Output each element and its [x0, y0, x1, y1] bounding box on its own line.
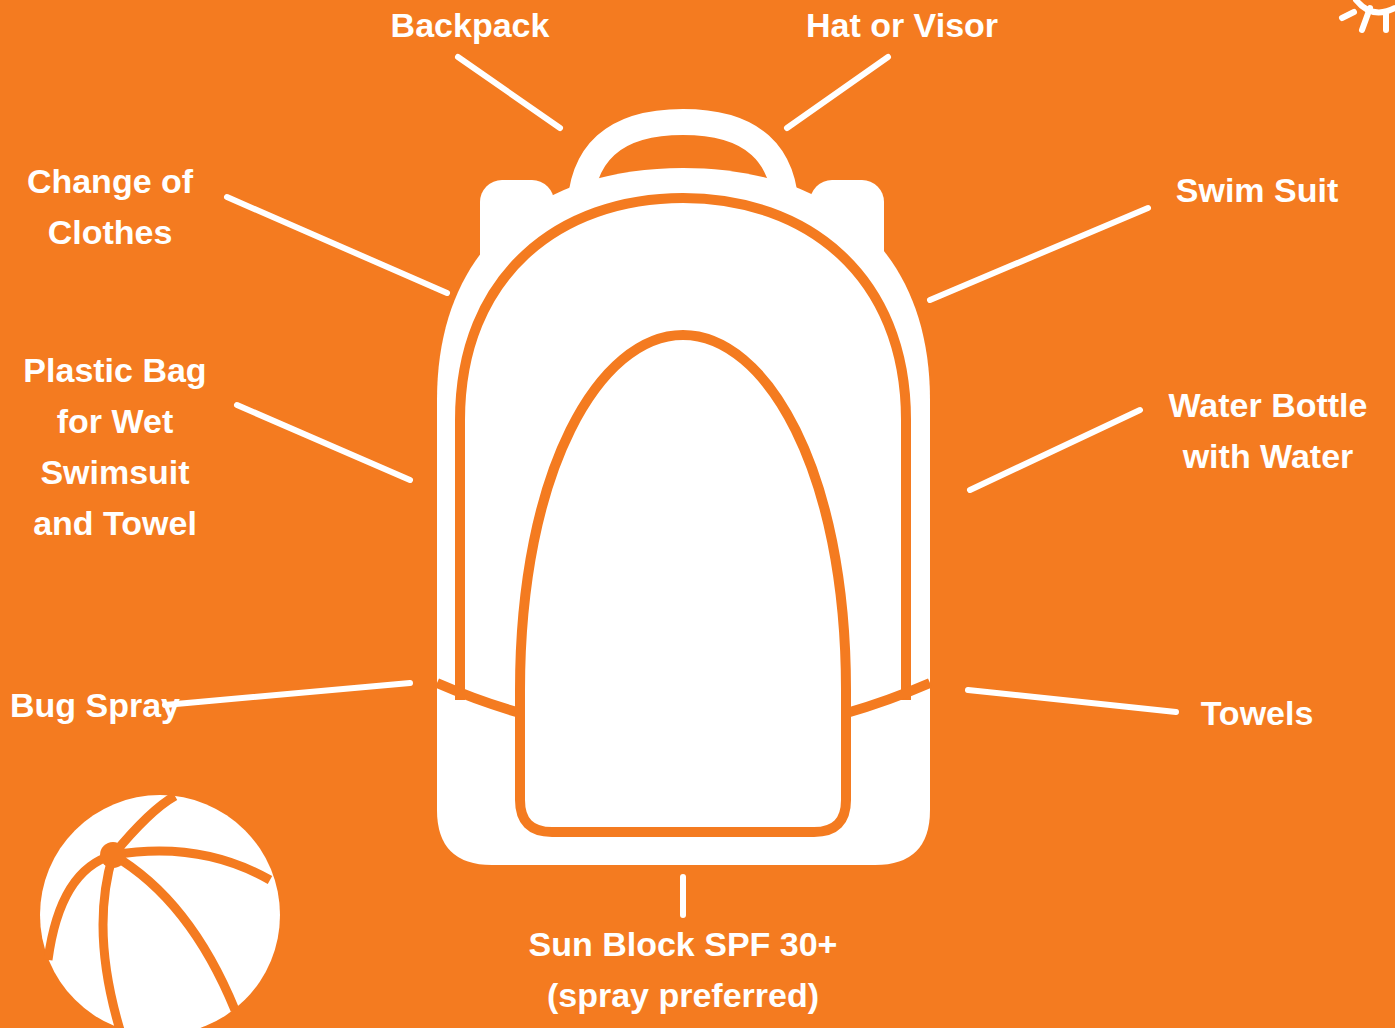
ball-body: [40, 795, 280, 1028]
sun-arc: [1356, 0, 1395, 13]
front-pocket: [520, 335, 846, 832]
ball-stripes: [48, 796, 270, 1028]
ball-stripe: [113, 855, 235, 1010]
ball-stripe: [103, 855, 120, 1028]
callout-label: Sun Block SPF 30+ (spray preferred): [511, 919, 856, 1021]
callout-label: Swim Suit: [1137, 165, 1377, 216]
leader-line: [227, 197, 447, 293]
callout-label: Towels: [1157, 688, 1357, 739]
leader-line: [968, 690, 1176, 712]
callout-label: Plastic Bag for Wet Swimsuit and Towel: [13, 345, 218, 549]
leader-lines: [165, 57, 1176, 915]
ball-stripe: [113, 851, 270, 880]
callout-label: Water Bottle with Water: [1156, 380, 1381, 482]
callout-label: Hat or Visor: [772, 0, 1032, 51]
leader-line: [680, 877, 686, 915]
callout-label: Backpack: [350, 0, 590, 51]
leader-line: [458, 57, 560, 128]
leader-line: [237, 405, 410, 480]
sun-rays: [1342, 0, 1395, 30]
leader-line: [970, 410, 1140, 490]
leader-line: [165, 683, 410, 705]
sun-ray: [1342, 12, 1354, 18]
beach-ball: [40, 795, 280, 1028]
sun-ray: [1383, 14, 1389, 30]
backpack-body: [437, 168, 930, 865]
callout-label: Change of Clothes: [8, 156, 213, 258]
ball-cap: [100, 842, 126, 868]
callout-label: Bug Spray: [10, 680, 230, 731]
leader-line: [787, 57, 888, 128]
leader-line: [930, 208, 1148, 300]
